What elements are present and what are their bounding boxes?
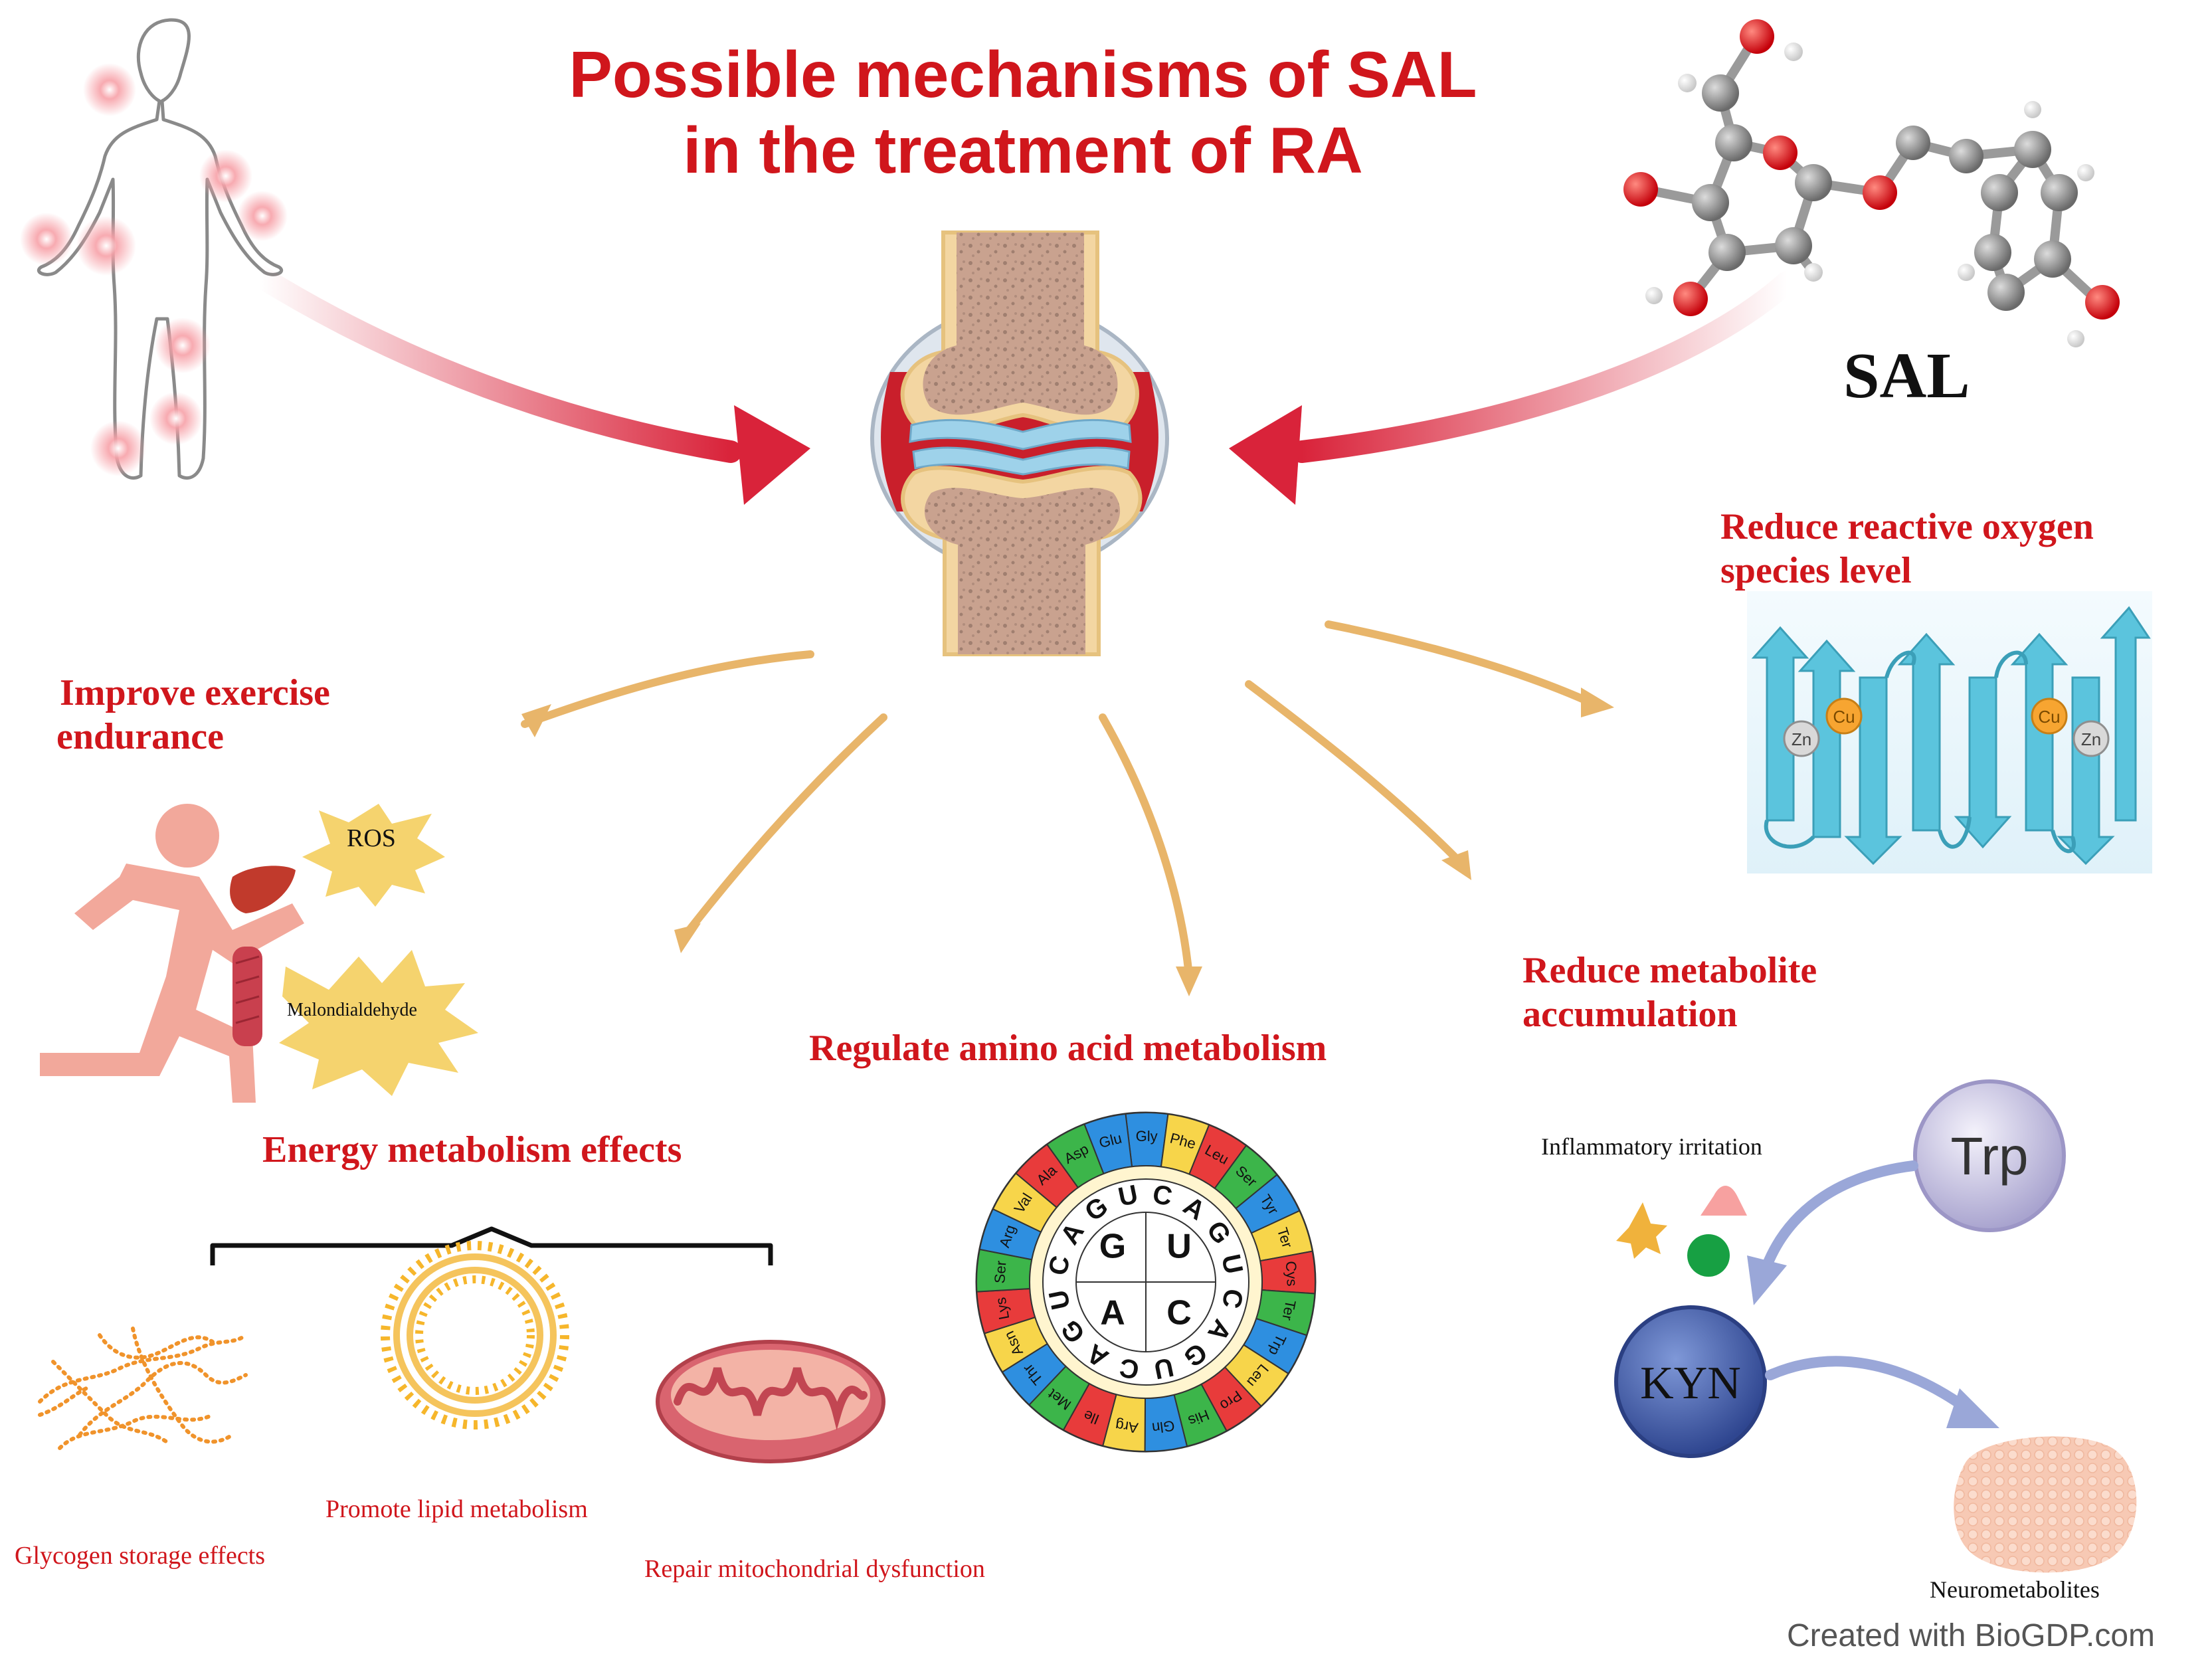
neurometabolites-label: Neurometabolites	[1930, 1576, 2100, 1603]
codon-first-base: C	[1166, 1294, 1192, 1333]
mda-starburst	[279, 950, 478, 1096]
codon-first-base: U	[1166, 1228, 1192, 1266]
arrow-sal-to-joint	[1229, 271, 1798, 505]
ros-heading-line-1: Reduce reactive oxygen	[1720, 506, 2094, 547]
mito-label: Repair mitochondrial dysfunction	[644, 1555, 985, 1583]
glycogen-label: Glycogen storage effects	[15, 1542, 266, 1570]
sal-molecule-model	[1623, 19, 2120, 347]
footer-credit[interactable]: Created with BioGDP.com	[1787, 1618, 2156, 1653]
arrows-to-mechanisms	[521, 620, 1598, 980]
amino-acid-heading: Regulate amino acid metabolism	[809, 1028, 1327, 1069]
running-person-icon	[40, 804, 304, 1103]
pathway-arrows	[1762, 1160, 1972, 1414]
liver-icon	[230, 866, 296, 913]
cu-label-left: Cu	[1833, 707, 1855, 727]
protein-structure: Cu Zn Cu Zn	[1747, 591, 2152, 874]
amino-acid-label: Ser	[991, 1260, 1009, 1284]
mda-label: Malondialdehyde	[287, 1000, 417, 1020]
amino-acid-label: Cys	[1283, 1261, 1301, 1287]
exercise-heading-line-1: Improve exercise	[60, 672, 330, 713]
metabolite-heading-line-2: accumulation	[1522, 994, 1738, 1035]
exercise-heading-line-2: endurance	[56, 716, 224, 757]
arrowheads-gold	[521, 688, 1614, 996]
molecule-label: SAL	[1843, 340, 1970, 412]
arrow-body-to-joint	[248, 264, 810, 505]
joint-illustration	[870, 230, 1169, 656]
trp-node: Trp	[1913, 1079, 2066, 1232]
muscle-icon	[232, 947, 262, 1046]
ros-heading-line-2: species level	[1720, 550, 1912, 591]
amino-acid-label: Gln	[1151, 1418, 1176, 1437]
ros-starburst	[302, 804, 445, 907]
title-line-2: in the treatment of RA	[683, 114, 1363, 187]
metabolite-heading-line-1: Reduce metabolite	[1522, 950, 1817, 991]
ros-heading: Reduce reactive oxygen species level	[1720, 505, 2094, 593]
title-line-1: Possible mechanisms of SAL	[569, 38, 1477, 111]
cu-label-right: Cu	[2038, 707, 2060, 727]
amino-acid-label: Lys	[992, 1296, 1013, 1321]
irritation-label: Inflammatory irritation	[1541, 1133, 1762, 1160]
neurometabolite-cluster	[1954, 1436, 2137, 1573]
amino-acid-label: Ter	[1279, 1299, 1299, 1322]
mitochondrion-icon	[656, 1340, 885, 1463]
amino-acid-label: Arg	[1115, 1417, 1139, 1436]
energy-heading: Energy metabolism effects	[262, 1129, 682, 1170]
metabolite-heading: Reduce metabolite accumulation	[1522, 949, 1817, 1036]
kyn-label: KYN	[1640, 1358, 1741, 1409]
codon-first-base: G	[1099, 1228, 1126, 1266]
metabolite-shapes	[1616, 1186, 1747, 1277]
trp-label: Trp	[1950, 1127, 2028, 1186]
energy-brace	[210, 1226, 773, 1265]
ros-label: ROS	[347, 824, 396, 852]
codon-first-base: A	[1100, 1294, 1125, 1333]
page-title: Possible mechanisms of SAL in the treatm…	[458, 37, 1588, 188]
zn-label-right: Zn	[2081, 729, 2101, 749]
liposome-icon	[381, 1241, 569, 1429]
glycogen-icon	[38, 1327, 248, 1450]
zn-label-left: Zn	[1792, 729, 1811, 749]
lipid-label: Promote lipid metabolism	[325, 1495, 588, 1523]
exercise-heading: Improve exercise endurance	[56, 671, 330, 759]
pathway-arrowheads	[1747, 1255, 1999, 1428]
kyn-node: KYN	[1614, 1305, 1767, 1458]
joint-inflammation-glows	[20, 63, 288, 476]
amino-acid-label: Gly	[1136, 1128, 1158, 1145]
